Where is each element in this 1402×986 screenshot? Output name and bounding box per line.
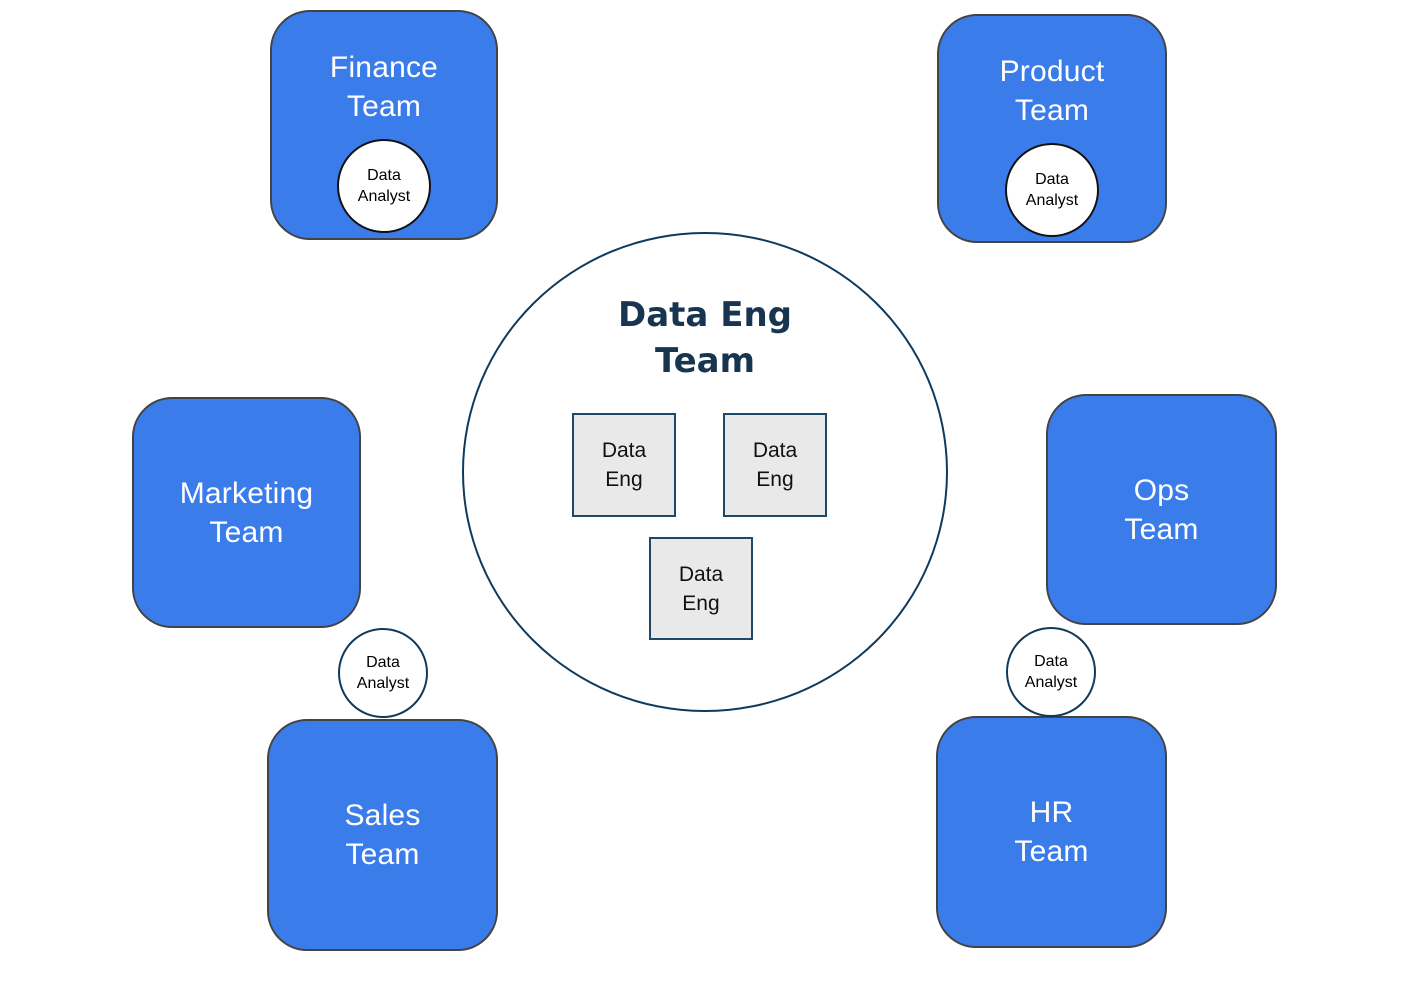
data-eng-label: Data Eng [678,562,724,615]
team-box-sales: Sales Team [267,719,498,951]
team-box-finance: Finance Team Data Analyst [270,10,498,240]
data-analyst-label: Data Analyst [356,654,410,692]
data-eng-box-1: Data Eng [572,413,676,517]
team-label-finance: Finance Team [329,51,439,123]
team-label-sales: Sales Team [344,799,421,871]
data-eng-label: Data Eng [601,439,647,491]
data-eng-label: Data Eng [752,439,798,491]
team-box-marketing: Marketing Team [132,397,361,628]
data-analyst-circle-marketing-sales: Data Analyst [338,628,428,718]
team-label-product: Product Team [999,55,1105,127]
data-eng-box-3: Data Eng [649,537,753,640]
team-label-marketing: Marketing Team [179,476,314,549]
data-analyst-label: Data Analyst [1024,653,1078,691]
team-label-ops: Ops Team [1124,473,1199,546]
team-box-product: Product Team Data Analyst [937,14,1167,243]
data-analyst-circle-ops-hr: Data Analyst [1006,627,1096,717]
data-analyst-label: Data Analyst [1025,171,1079,209]
data-eng-box-2: Data Eng [723,413,827,517]
team-box-hr: HR Team [936,716,1167,948]
data-analyst-label: Data Analyst [357,167,411,205]
team-label-hr: HR Team [1014,796,1089,868]
data-analyst-circle-finance: Data Analyst [337,139,431,233]
team-box-ops: Ops Team [1046,394,1277,625]
data-eng-team-title: Data Eng Team [618,295,792,381]
data-analyst-circle-product: Data Analyst [1005,143,1099,237]
